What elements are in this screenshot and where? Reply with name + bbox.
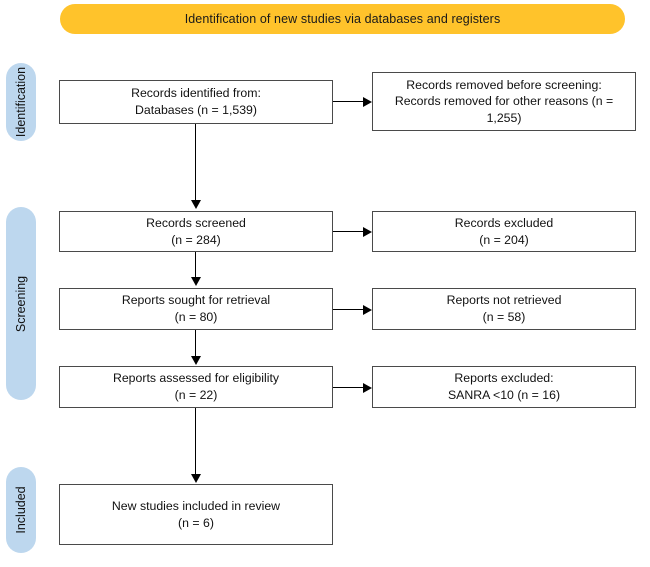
box-records-removed-line2: Records removed for other reasons (n = 1… (394, 94, 614, 125)
box-records-excluded: Records excluded (n = 204) (372, 211, 636, 252)
connector-identified-to-removed (333, 101, 364, 103)
box-reports-assessed: Reports assessed for eligibility (n = 22… (59, 366, 333, 408)
stage-label-identification: Identification (14, 66, 28, 138)
box-records-removed-text: Records removed before screening: Record… (379, 77, 629, 127)
box-records-removed: Records removed before screening: Record… (372, 72, 636, 131)
arrowhead-screened-to-sought (190, 277, 201, 286)
box-records-identified-text: Records identified from: Databases (n = … (131, 85, 261, 118)
box-new-studies-included-line2: (n = 6) (178, 515, 214, 530)
connector-sought-to-assessed (195, 330, 197, 358)
arrowhead-screened-to-excluded (363, 226, 372, 237)
box-records-identified: Records identified from: Databases (n = … (59, 80, 333, 124)
box-reports-excluded-line2: SANRA <10 (n = 16) (447, 388, 561, 402)
connector-sought-to-not-retrieved (333, 309, 364, 311)
stage-pill-included: Included (6, 467, 36, 553)
banner-title: Identification of new studies via databa… (184, 12, 501, 26)
box-reports-not-retrieved-text: Reports not retrieved (n = 58) (447, 292, 562, 325)
connector-assessed-to-excluded (333, 387, 364, 389)
box-reports-sought-line1: Reports sought for retrieval (121, 293, 271, 308)
box-records-screened: Records screened (n = 284) (59, 211, 333, 252)
stage-pill-identification: Identification (6, 63, 36, 141)
box-reports-not-retrieved-line1: Reports not retrieved (446, 293, 562, 308)
arrowhead-sought-to-not-retrieved (363, 304, 372, 315)
box-reports-assessed-line2: (n = 22) (174, 388, 218, 402)
arrowhead-identified-to-removed (363, 96, 372, 107)
box-records-screened-line2: (n = 284) (171, 232, 221, 247)
box-records-screened-line1: Records screened (146, 215, 246, 230)
stage-label-screening: Screening (14, 275, 28, 332)
box-reports-excluded-line1: Reports excluded: (454, 371, 554, 386)
connector-screened-to-excluded (333, 231, 364, 233)
box-reports-assessed-text: Reports assessed for eligibility (n = 22… (113, 370, 279, 403)
connector-assessed-to-included (195, 408, 197, 476)
box-reports-assessed-line1: Reports assessed for eligibility (112, 371, 280, 386)
box-reports-sought: Reports sought for retrieval (n = 80) (59, 288, 333, 330)
connector-screened-to-sought (195, 252, 197, 279)
box-reports-excluded: Reports excluded: SANRA <10 (n = 16) (372, 366, 636, 408)
box-records-identified-line2: Databases (n = 1,539) (134, 103, 257, 117)
box-records-removed-line1: Records removed before screening: (406, 77, 602, 92)
arrowhead-assessed-to-included (190, 474, 201, 483)
connector-identified-to-screened (195, 124, 197, 202)
box-reports-not-retrieved-line2: (n = 58) (482, 310, 526, 324)
diagram-banner: Identification of new studies via databa… (60, 4, 625, 34)
stage-pill-screening: Screening (6, 207, 36, 400)
box-new-studies-included-line1: New studies included in review (111, 498, 281, 513)
box-records-excluded-line2: (n = 204) (479, 232, 529, 247)
arrowhead-assessed-to-excluded (363, 382, 372, 393)
box-records-screened-text: Records screened (n = 284) (146, 215, 246, 248)
stage-label-included: Included (14, 486, 28, 534)
arrowhead-sought-to-assessed (190, 356, 201, 365)
box-reports-sought-line2: (n = 80) (174, 310, 218, 324)
box-reports-not-retrieved: Reports not retrieved (n = 58) (372, 288, 636, 330)
box-new-studies-included: New studies included in review (n = 6) (59, 484, 333, 545)
arrowhead-identified-to-screened (190, 200, 201, 209)
box-reports-excluded-text: Reports excluded: SANRA <10 (n = 16) (448, 370, 560, 403)
box-records-identified-line1: Records identified from: (131, 86, 261, 101)
box-new-studies-included-text: New studies included in review (n = 6) (112, 498, 280, 531)
box-reports-sought-text: Reports sought for retrieval (n = 80) (122, 292, 270, 325)
box-records-excluded-text: Records excluded (n = 204) (455, 215, 553, 248)
box-records-excluded-line1: Records excluded (454, 215, 554, 230)
